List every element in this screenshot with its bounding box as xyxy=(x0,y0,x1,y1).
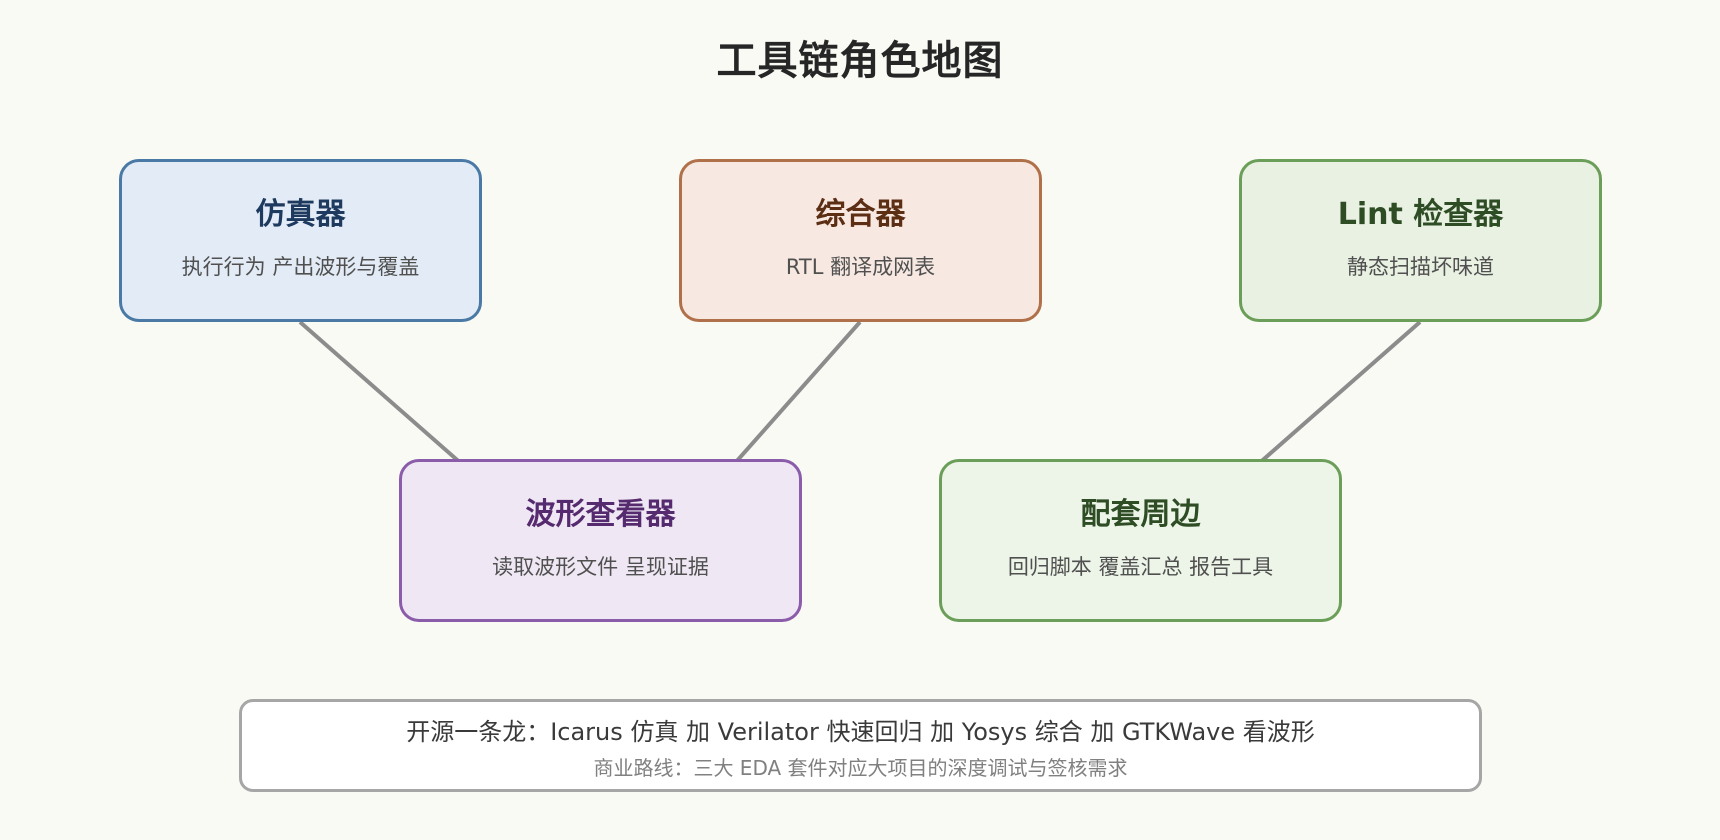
footer-note-box: 开源一条龙：Icarus 仿真 加 Verilator 快速回归 加 Yosys… xyxy=(239,699,1482,792)
footer-commercial-line: 商业路线：三大 EDA 套件对应大项目的深度调试与签核需求 xyxy=(593,756,1128,780)
connector-synthesizer-waveform xyxy=(718,320,862,482)
node-waveform-viewer: 波形查看器 读取波形文件 呈现证据 xyxy=(399,459,802,622)
connector-simulator-waveform xyxy=(298,320,482,482)
node-title: 配套周边 xyxy=(1080,497,1201,532)
node-simulator: 仿真器 执行行为 产出波形与覆盖 xyxy=(119,159,482,322)
footer-open-source-line: 开源一条龙：Icarus 仿真 加 Verilator 快速回归 加 Yosys… xyxy=(406,718,1315,746)
node-title: 综合器 xyxy=(815,197,906,232)
node-title: 波形查看器 xyxy=(525,497,676,532)
diagram-title: 工具链角色地图 xyxy=(716,38,1004,84)
node-lint-checker: Lint 检查器 静态扫描坏味道 xyxy=(1239,159,1602,322)
node-description: RTL 翻译成网表 xyxy=(785,255,936,279)
node-title: Lint 检查器 xyxy=(1337,197,1504,232)
node-description: 静态扫描坏味道 xyxy=(1347,255,1494,279)
node-title: 仿真器 xyxy=(255,197,346,232)
node-description: 读取波形文件 呈现证据 xyxy=(492,555,709,579)
node-description: 回归脚本 覆盖汇总 报告工具 xyxy=(1007,555,1274,579)
node-peripheral-tools: 配套周边 回归脚本 覆盖汇总 报告工具 xyxy=(939,459,1342,622)
connector-lint-peripheral xyxy=(1238,320,1422,482)
node-description: 执行行为 产出波形与覆盖 xyxy=(181,255,420,279)
node-synthesizer: 综合器 RTL 翻译成网表 xyxy=(679,159,1042,322)
